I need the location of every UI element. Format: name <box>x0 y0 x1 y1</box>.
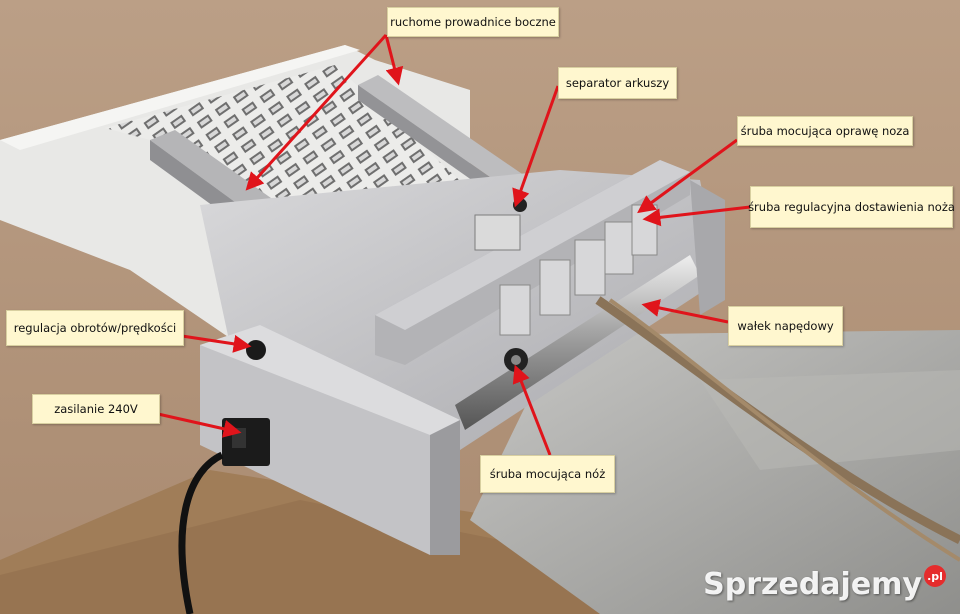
callout-knife-adjust-screw: śruba regulacyjna dostawienia noża <box>748 186 955 228</box>
knife-holders <box>499 204 658 336</box>
callout-power: zasilanie 240V <box>32 394 160 424</box>
speed-knob <box>246 340 266 360</box>
callout-speed-control: regulacja obrotów/prędkości <box>6 310 184 346</box>
arrow-knife-adjust-screw <box>642 205 751 227</box>
watermark-brand: Sprzedajemy <box>703 567 922 602</box>
arrow-side-guide-left <box>245 33 388 191</box>
watermark-tld: .pl <box>924 565 946 587</box>
drive-roller <box>455 255 700 430</box>
watermark-logo: Sprzedajemy .pl <box>703 565 946 602</box>
arrow-drive-roller <box>641 299 729 324</box>
arrow-knife-mount-screw <box>637 138 738 214</box>
callout-side-guides: ruchome prowadnice boczne <box>387 7 559 37</box>
callout-drive-roller: wałek napędowy <box>728 306 843 346</box>
arrow-speed-control <box>181 334 252 353</box>
callout-knife-screw: śruba mocująca nóż <box>480 455 615 493</box>
power-cable <box>178 451 224 614</box>
arrow-knife-screw <box>512 364 552 456</box>
callout-arrows <box>157 33 751 456</box>
arrow-side-guide-right <box>384 34 404 86</box>
callout-sheet-separator: separator arkuszy <box>558 67 677 99</box>
sheet-separator-block <box>474 214 521 251</box>
arrow-power <box>157 412 242 438</box>
callout-knife-mount-screw: śruba mocująca oprawę noza <box>737 116 913 146</box>
arrow-separator <box>512 85 560 208</box>
control-box <box>200 325 460 555</box>
